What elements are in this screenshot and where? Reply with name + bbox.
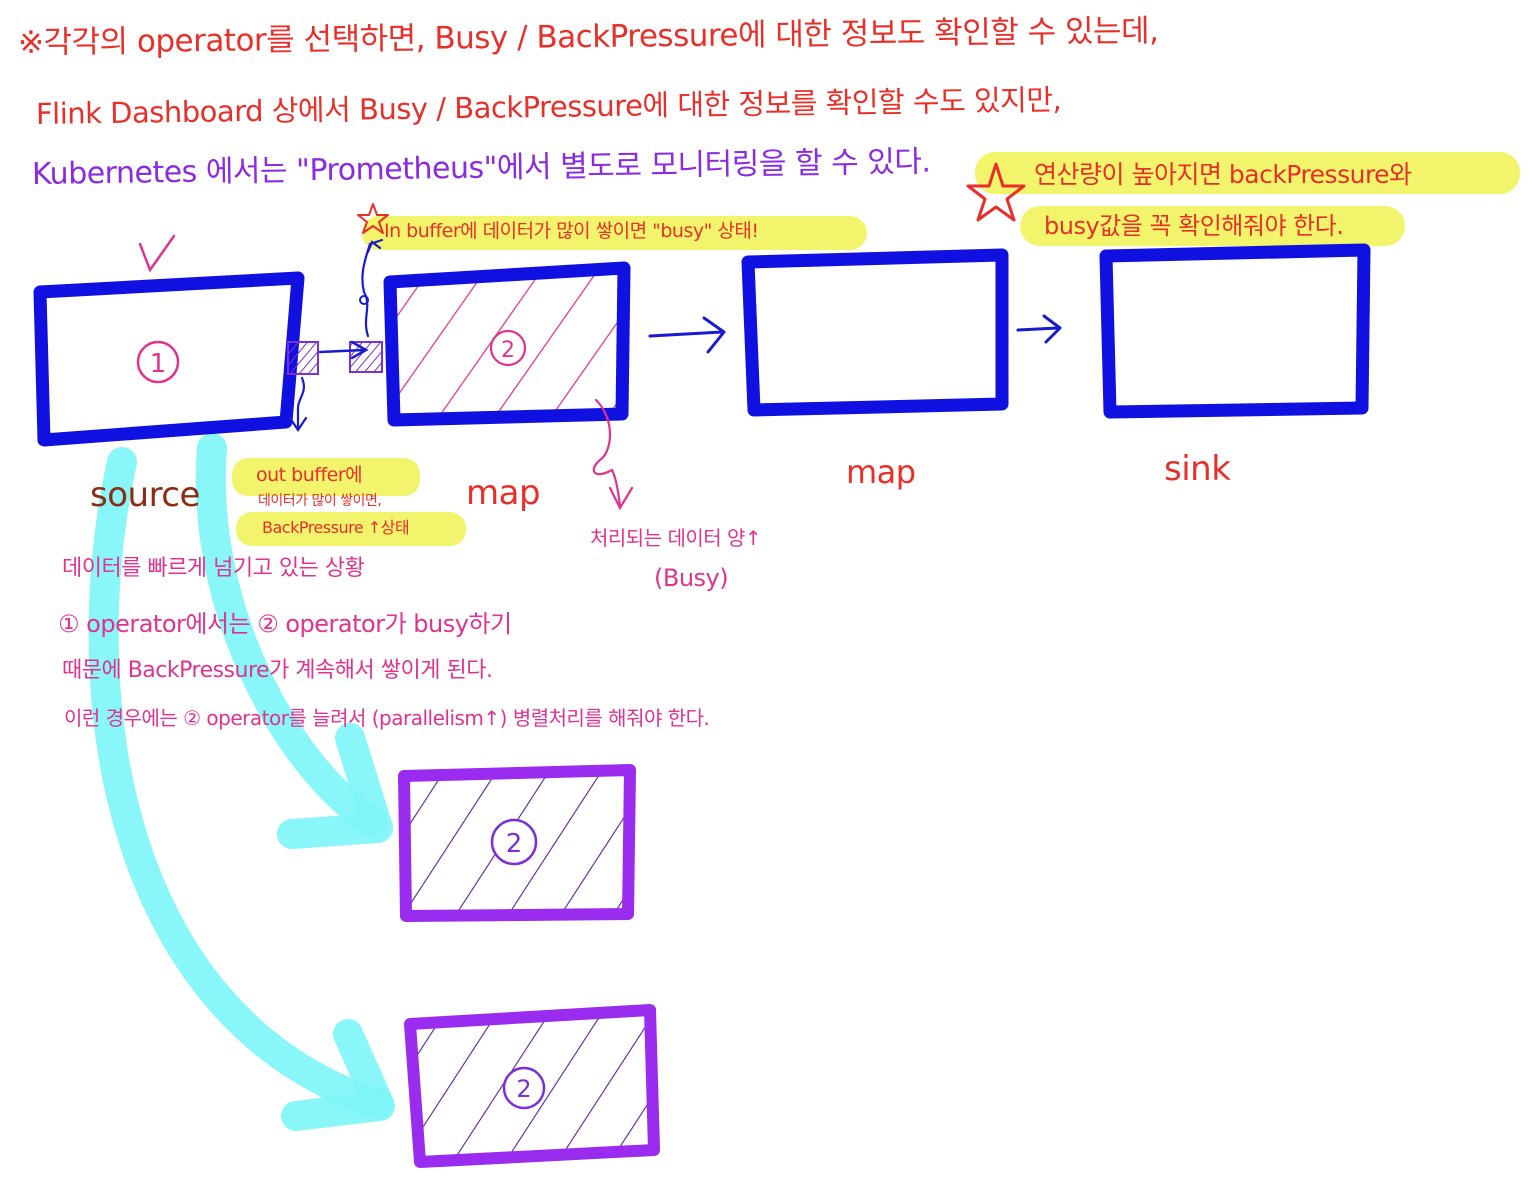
parallel-box-2 — [404, 1004, 660, 1168]
highlight-top-right-1 — [975, 152, 1520, 194]
sink-box — [1099, 243, 1371, 419]
source-number: 1 — [150, 349, 167, 379]
parallel1-number-circle — [490, 818, 538, 866]
source-box — [33, 271, 305, 447]
explanation-line-3: 때문에 BackPressure가 계속해서 쌓이게 된다. — [62, 658, 493, 683]
check-mark-icon — [138, 234, 176, 273]
out-buffer — [287, 341, 319, 375]
callout-top-right-1: 연산량이 높아지면 backPressure와 — [1034, 160, 1412, 189]
highlight-in-buffer — [362, 216, 867, 250]
callout-out-buffer-2: 데이터가 많이 쌓이면, — [258, 493, 382, 509]
callout-in-buffer: In buffer에 데이터가 많이 쌓이면 "busy" 상태! — [384, 220, 759, 242]
map-box-fill — [390, 268, 624, 420]
pointer-busy — [592, 398, 634, 511]
highlight-out-buffer-2 — [236, 512, 466, 546]
star-icon — [966, 162, 1026, 222]
callout-processed: 처리되는 데이터 양↑ — [590, 526, 762, 550]
sink-label: sink — [1164, 449, 1231, 489]
arrow-map2-to-sink — [1016, 314, 1062, 344]
source-label: source — [90, 475, 200, 515]
callout-busy: (Busy) — [654, 564, 729, 592]
pointer-in-buffer-dot — [359, 295, 369, 305]
explanation-line-4: 이런 경우에는 ② operator를 늘려서 (parallelism↑) 병… — [64, 706, 710, 730]
callout-out-buffer-1: out buffer에 — [256, 464, 363, 486]
parallel1-number: 2 — [506, 829, 523, 859]
parallelism-arrow-1 — [195, 433, 387, 837]
callout-out-buffer-3: BackPressure ↑상태 — [262, 518, 410, 537]
map2-label: map — [846, 453, 916, 491]
arrow-map-to-map2 — [648, 316, 726, 354]
parallel-box-1 — [398, 764, 636, 922]
explanation-line-2: ① operator에서는 ② operator가 busy하기 — [58, 610, 512, 638]
map-box — [383, 261, 631, 427]
map-label: map — [466, 473, 541, 513]
map2-box — [741, 248, 1009, 417]
map-number-circle — [489, 329, 527, 367]
parallelism-arrow-1-head — [277, 723, 393, 849]
highlight-top-right-2 — [1020, 206, 1405, 246]
parallelism-arrow-2 — [88, 447, 393, 1119]
pointer-in-buffer — [361, 238, 384, 338]
source-number-circle — [136, 340, 180, 384]
parallel2-number-circle — [502, 1066, 546, 1110]
parallelism-arrow-2-head — [281, 1019, 395, 1131]
callout-top-right-2: busy값을 꼭 확인해줘야 한다. — [1044, 212, 1344, 240]
highlight-out-buffer-1 — [232, 458, 420, 496]
arrow-buffer-to-buffer — [318, 340, 369, 360]
explanation-line-1: 데이터를 빠르게 넘기고 있는 상황 — [62, 556, 365, 581]
map-number: 2 — [501, 338, 515, 363]
pointer-out-buffer — [288, 376, 308, 432]
star-small-icon — [357, 203, 389, 234]
parallel2-number: 2 — [516, 1075, 531, 1103]
